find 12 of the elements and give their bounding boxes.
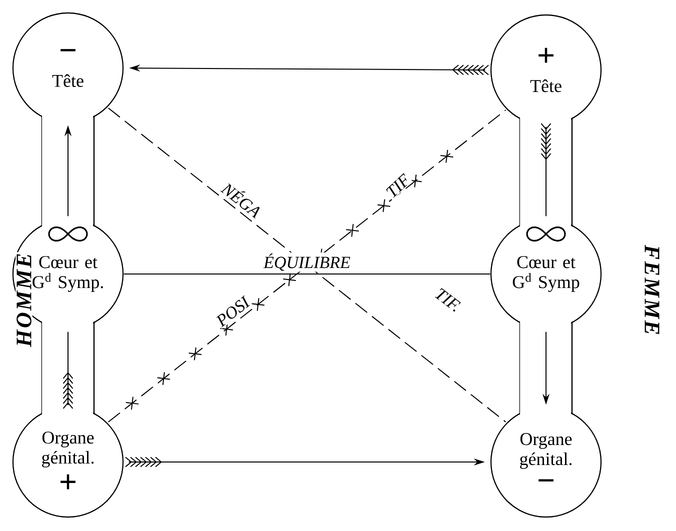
side-label: HOMME [16,252,32,348]
body-part: + Tête [530,48,562,92]
body-part: − Tête [52,49,84,87]
line-label: TIF [383,172,413,200]
line-label: TIF. [432,286,464,314]
body-part: Cœur et G$^{d}$ Symp. [32,256,103,292]
side-label: FEMME [644,244,660,336]
body-part: Cœur et G$^{d}$ Symp [512,256,580,292]
connector-line [63,332,73,409]
body-part: Organe génital. + [42,432,94,490]
edge-label: ÉQUILIBRE [263,253,350,271]
body-part: Organe génital. − [520,433,572,482]
